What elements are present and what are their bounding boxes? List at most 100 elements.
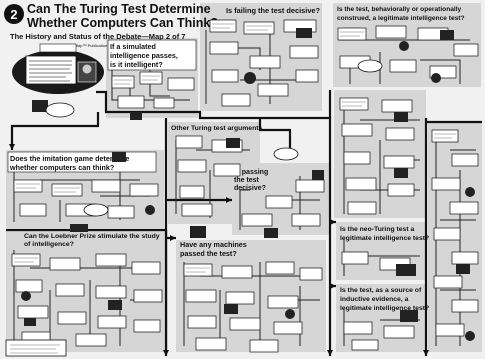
figure-icon [145,205,155,215]
argument-box [243,21,275,35]
summary-caption-box [39,43,77,53]
argument-box [337,27,367,41]
argument-box [249,339,279,353]
argument-box [95,253,127,267]
figure-icon [399,41,409,51]
argument-box [75,333,107,347]
argument-box [351,339,379,351]
arrow-icon [226,197,232,203]
box-text-texture [14,23,456,273]
argument-box [339,97,369,111]
question-simulated-l3: is it intelligent? [110,60,163,69]
turing-summary [12,43,104,94]
question-imitation-l2: whether computers can think? [9,163,114,172]
argument-box [129,183,159,197]
question-simulated-l1: If a simulated [110,42,156,51]
question-behavioral-l2: construed, a legitimate intelligence tes… [337,15,465,22]
argument-box [175,135,203,149]
map-number-badge: 2 [10,7,17,22]
portrait-head [82,64,92,74]
question-failing: Is failing the test decisive? [226,6,321,15]
question-passing-l1: Is passing [234,169,268,176]
map-header: 2 Can The Turing Test Determine Whether … [4,2,218,48]
argument-box [347,201,377,215]
computer-icon [190,226,206,238]
argument-box [185,289,217,303]
argument-box [91,179,121,193]
argument-box [153,97,175,109]
argument-box [433,227,461,241]
computer-icon [456,264,470,274]
argument-box [11,253,41,267]
question-inductive-l1: Is the test, as a source of [340,287,422,294]
question-machines-l2: passed the test? [180,249,237,258]
arrow-icon [327,350,333,356]
argument-box [375,25,407,39]
argument-box [111,75,135,89]
map-credit: An Issue Map™ Publication [58,43,107,48]
computer-icon [32,100,48,112]
figure-icon [21,291,31,301]
computer-icon [24,318,36,326]
argument-boxes [11,19,479,353]
question-other: Other Turing test arguments [171,125,262,132]
argument-box [265,195,293,209]
computer-icon [296,28,312,38]
question-passing-l3: decisive? [234,185,266,192]
argument-box [195,337,227,351]
arrow-icon [330,283,336,289]
figure-icon [465,187,475,197]
arrow-icon [170,235,176,241]
speech-bubble-icon [83,203,109,217]
figure-icon [465,331,475,341]
argument-box [341,251,369,265]
argument-box [451,153,479,167]
argument-box [435,323,465,337]
argument-box [97,315,127,329]
computer-icon [440,30,454,40]
argument-box [187,315,217,329]
argument-box [345,177,377,191]
computer-icon [226,138,240,148]
computer-icon [400,310,418,322]
summary-text-lines [29,60,72,82]
computer-icon [394,112,408,122]
argument-box [451,299,479,313]
summary-box [25,55,77,85]
argument-box [431,129,459,143]
argument-box [95,285,127,299]
argument-box [133,289,163,303]
argument-box [167,77,195,91]
computer-icon [224,304,238,314]
argument-box [389,59,417,73]
argument-box [17,305,49,319]
argument-box [387,183,415,197]
argument-box [257,83,289,97]
argument-box [265,261,295,275]
arrow-icon [163,350,169,356]
argument-box [183,263,213,277]
argument-box [433,275,463,289]
computer-icon [70,224,88,232]
argument-box [431,177,461,191]
argument-box [221,265,253,279]
question-inductive-l3: legitimate intelligence test? [340,305,429,312]
argument-box [51,183,83,197]
map-title-line2: Whether Computers Can Think? [27,16,218,30]
argument-box [383,325,415,339]
question-machines-l1: Have any machines [180,240,247,249]
question-behavioral-l1: Is the test, behaviorally or operational… [337,6,462,13]
argument-box [13,179,43,193]
argument-box [343,321,373,335]
arrow-icon [9,144,15,150]
argument-box [179,185,205,199]
argument-box [249,55,281,69]
argument-box [181,203,213,217]
argument-box [209,19,237,33]
map-title-line1: Can The Turing Test Determine [27,2,211,16]
argument-box [289,45,319,59]
argument-box [209,41,239,55]
arrowheads [9,144,429,356]
arrow-icon [423,350,429,356]
